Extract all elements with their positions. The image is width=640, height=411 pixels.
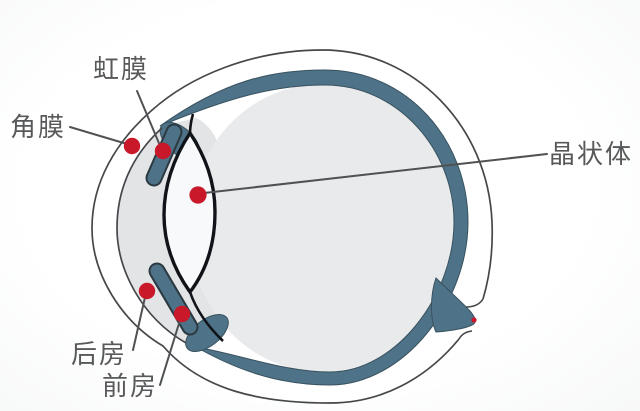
sclera-opening-hook-lower [458, 330, 473, 340]
label-anterior-chamber: 前房 [102, 372, 159, 402]
lens-shape [162, 131, 217, 294]
zonule-line-lower [188, 291, 224, 342]
label-cornea: 角膜 [10, 113, 67, 143]
optic-nerve [431, 277, 476, 333]
marker-dot-anterior-chamber [173, 305, 191, 323]
leader-line-iris [136, 90, 162, 149]
marker-dot-cornea [123, 137, 141, 155]
marker-dot-posterior-chamber [138, 282, 156, 300]
ciliary-body-lower [185, 314, 229, 352]
marker-dot-lens [189, 186, 207, 204]
leader-line-lens [203, 153, 548, 194]
label-lens: 晶状体 [549, 140, 634, 170]
eyeball-outline [91, 49, 494, 404]
vitreous-body [189, 84, 455, 372]
cornea-inner-line [116, 127, 187, 344]
marker-dot-iris [154, 142, 172, 160]
marker-dot-optic-nerve [471, 317, 477, 323]
leader-line-anterior-chamber [159, 316, 182, 386]
label-posterior-chamber: 后房 [71, 340, 128, 370]
label-iris: 虹膜 [93, 55, 150, 85]
leader-line-cornea [69, 126, 128, 145]
leader-line-posterior-chamber [132, 292, 147, 351]
sclera-opening-hook-upper [465, 298, 484, 308]
